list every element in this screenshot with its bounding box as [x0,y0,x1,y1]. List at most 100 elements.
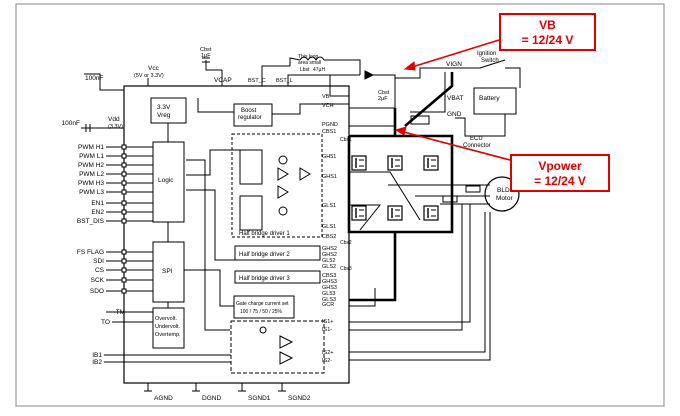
power-mosfet [423,155,439,171]
phase-wire-2 [349,204,382,231]
bus-8 [197,98,234,113]
bootstrap-cap-label: Cbs2 [340,240,352,246]
current-source-2 [278,206,288,216]
vreg-label-1: 3.3V [157,104,171,111]
gnd-label: GND [447,111,462,118]
bus-1 [186,159,230,331]
power-mosfet [423,205,439,221]
spi-pin-marker [121,258,127,264]
ib-pin-label: IB2 [92,359,102,366]
is1m-line [349,204,463,331]
amp-2 [279,351,294,365]
spi-pin-label: SDI [93,258,104,265]
power-mosfet [387,155,403,171]
power-mosfet [351,205,367,221]
bus-2 [186,149,240,176]
lbst-inductor [299,56,325,61]
connector-label: Connector [463,143,491,149]
bootstrap-cap-label: Cbs1 [340,137,352,143]
vb-callout: VB = 12/24 V [499,13,596,51]
power-mosfet [351,155,367,171]
boost-regulator-block [233,103,273,127]
right-pin-label: GHS2 [322,252,337,258]
ov-label-2: Undervolt. [155,324,181,330]
bst-c-label: BST_C [248,78,266,84]
input-pin-marker [121,200,127,206]
vdd-cap-label: 100nF [62,120,80,127]
current-source-1 [278,155,288,165]
bus-4 [184,269,234,307]
right-pin-label: GL53 [322,291,335,297]
cbst2-label: Cbst [378,90,390,96]
right-pin-label: GH51 [322,154,336,160]
gate-charge-block [233,295,295,319]
vpower-arrow-line [399,130,511,161]
phase-shunt-b [442,195,458,203]
cbst-line [205,60,222,71]
right-pin-label: GHS2 [322,246,337,252]
right-pin-label: GCR [322,302,334,308]
cbst-label: Cbst [200,47,212,53]
ground-rail [349,232,397,302]
bottom-pin-dgnd: DGND [202,395,221,402]
is2p-line [349,212,486,353]
vdd-sub-label: (3.3V) [108,124,123,130]
right-pin-label: GHS1 [322,174,337,180]
spi-pin-marker [121,277,127,283]
amp-1 [279,335,294,349]
right-pin-label: VB [322,94,330,100]
right-pin-label: IS1+ [322,319,333,325]
input-pin-marker [121,209,127,215]
vb-arrow-head [403,61,416,71]
hs-driver-1 [239,149,263,185]
input-pin-marker [121,162,127,168]
boost-diode [364,70,375,80]
hb3-label: Half bridge driver 3 [239,276,290,282]
ecu-label: ECU [470,136,483,142]
vdd-label: Vdd [108,116,120,123]
is1p-line [349,204,471,323]
input-pin-marker [121,171,127,177]
lbst-lead [289,57,301,66]
gate-label-2: 100 / 75 / 50 / 25% [240,309,283,315]
vpower-callout: Vpower = 12/24 V [510,154,610,192]
vcc-label: Vcc [148,65,160,72]
current-sense-block [230,320,325,374]
half-bridge-driver-2-block [234,245,321,261]
cbst2-value: 2µF [378,96,388,102]
input-pin-label: PWM H2 [78,162,104,169]
right-pin-label: GLS1 [322,224,336,230]
spi-pin-label: FS FLAG [77,249,104,256]
gnd-line [455,114,506,137]
right-pin-label: GLS2 [322,264,336,270]
vreg-label-2: Vreg [157,112,171,119]
battery [473,87,517,115]
vcap-label: VCAP [214,77,232,84]
spi-label: SPI [162,268,173,275]
spi-pin-marker [121,288,127,294]
bst-c-line [261,65,290,86]
bottom-pin-sgnd1: SGND1 [248,395,271,402]
right-pin-label: GLS3 [322,297,336,303]
bootstrap-cap-label: Cbs3 [340,266,352,272]
phase-wire-1 [349,171,421,221]
vb-arrow-line [408,39,500,69]
loop-note-2: area small [298,60,321,66]
bottom-pin-sgnd2: SGND2 [288,395,311,402]
right-pin-label: IS1- [322,327,332,333]
power-mosfet [387,205,403,221]
input-pin-label: PWM L3 [79,189,104,196]
vbat-rail [404,72,454,127]
vpower-callout-value: = 12/24 V [534,174,586,188]
input-pin-marker [121,144,127,150]
vb-line [329,75,349,97]
tm-label: TM [116,309,125,316]
input-pin-label: PWM H3 [78,180,104,187]
input-pin-label: PWM H1 [78,144,104,151]
ignition-label: Ignition [477,51,496,57]
vpower-arrow-head [394,126,407,136]
right-pin-label: CBS3 [322,273,336,279]
is2m-line [349,212,491,361]
right-pin-label: IS2+ [322,350,333,356]
